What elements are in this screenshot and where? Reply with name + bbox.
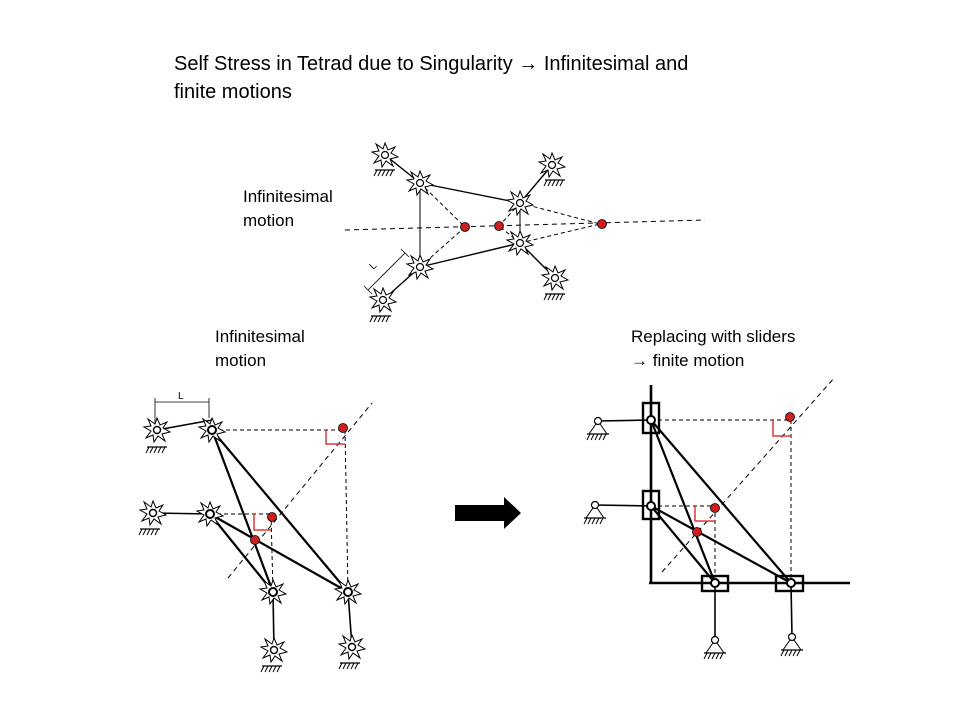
right-arrow-icon [455, 497, 521, 529]
slider-block [641, 401, 661, 435]
dashed-diagonal [227, 402, 373, 579]
link [650, 419, 792, 584]
dashed-guide [270, 513, 274, 593]
pin-support-icon [780, 632, 804, 657]
fixed-support-icon [260, 665, 283, 673]
label-line: Infinitesimal [243, 187, 333, 206]
dashed-diagonal [661, 376, 836, 573]
instant-center-point [250, 535, 260, 545]
fixed-support-icon [369, 315, 392, 323]
pin [207, 425, 217, 435]
dashed-extension [498, 202, 521, 227]
pin [152, 425, 162, 435]
pin [347, 642, 357, 652]
dimension-label: L [178, 391, 184, 402]
fixed-support-icon [373, 169, 396, 177]
link [209, 513, 349, 593]
pin [646, 501, 656, 511]
pin [415, 262, 425, 272]
pin [646, 415, 656, 425]
link [419, 182, 521, 204]
instant-center-point [785, 412, 795, 422]
right-angle-mark [253, 514, 271, 531]
right-angle-mark [694, 506, 715, 522]
dashed-extension [419, 182, 466, 228]
label-line: Infinitesimal [215, 327, 305, 346]
label-bottom-left-infinitesimal: Infinitesimal motion [215, 325, 305, 373]
dimension-line [367, 252, 406, 291]
instant-center-point [460, 222, 470, 232]
pin [380, 150, 390, 160]
pin [710, 578, 720, 588]
dashed-extension [519, 223, 601, 244]
link [211, 429, 349, 593]
title-line-1: Self Stress in Tetrad due to Singularity… [174, 53, 689, 75]
fixed-support-icon [138, 528, 161, 536]
link [649, 419, 717, 584]
link [419, 242, 521, 268]
pin [269, 645, 279, 655]
pin-support-icon [703, 635, 727, 660]
label-bottom-right-sliders: Replacing with sliders → finite motion [631, 325, 795, 373]
dashed-guide [344, 429, 349, 593]
pin [205, 509, 215, 519]
label-line: motion [215, 351, 267, 370]
fixed-support-icon [145, 446, 168, 454]
instant-center-point [494, 221, 504, 231]
page-title: Self Stress in Tetrad due to Singularity… [174, 50, 688, 106]
dimension-tick [363, 285, 373, 295]
label-top-infinitesimal: Infinitesimal motion [243, 185, 333, 233]
right-angle-mark [772, 420, 791, 437]
dashed-axis [344, 219, 706, 231]
link [650, 505, 792, 584]
link [650, 505, 716, 584]
pin [550, 273, 560, 283]
fixed-support-icon [543, 179, 566, 187]
pin [415, 178, 425, 188]
label-line: motion [243, 211, 295, 230]
pin [343, 587, 353, 597]
bottom-left-diagram: L [138, 391, 373, 673]
pin [515, 238, 525, 248]
pin [547, 160, 557, 170]
label-line: → finite motion [631, 351, 745, 370]
instant-center-point [597, 219, 607, 229]
instant-center-point [710, 503, 720, 513]
dimension-tick [400, 248, 410, 258]
dimension-label: L [368, 260, 380, 272]
instant-center-point [692, 527, 702, 537]
dashed-extension [519, 202, 601, 225]
instant-center-point [267, 512, 277, 522]
bottom-right-diagram [583, 376, 850, 660]
title-line-2: finite motions [174, 81, 292, 103]
pin [268, 587, 278, 597]
slider-block [641, 489, 661, 521]
pin [148, 508, 158, 518]
link [210, 429, 275, 593]
slider-block [700, 574, 730, 593]
fixed-support-icon [338, 662, 361, 670]
pin [515, 198, 525, 208]
arm [594, 504, 652, 507]
pin [786, 578, 796, 588]
slider-block [774, 574, 805, 593]
instant-center-point [338, 423, 348, 433]
top-diagram: L [344, 142, 706, 323]
right-angle-mark [325, 430, 345, 445]
pin [378, 295, 388, 305]
fixed-support-icon [543, 293, 566, 301]
label-line: Replacing with sliders [631, 327, 796, 346]
arm [156, 419, 213, 431]
link [209, 513, 274, 593]
